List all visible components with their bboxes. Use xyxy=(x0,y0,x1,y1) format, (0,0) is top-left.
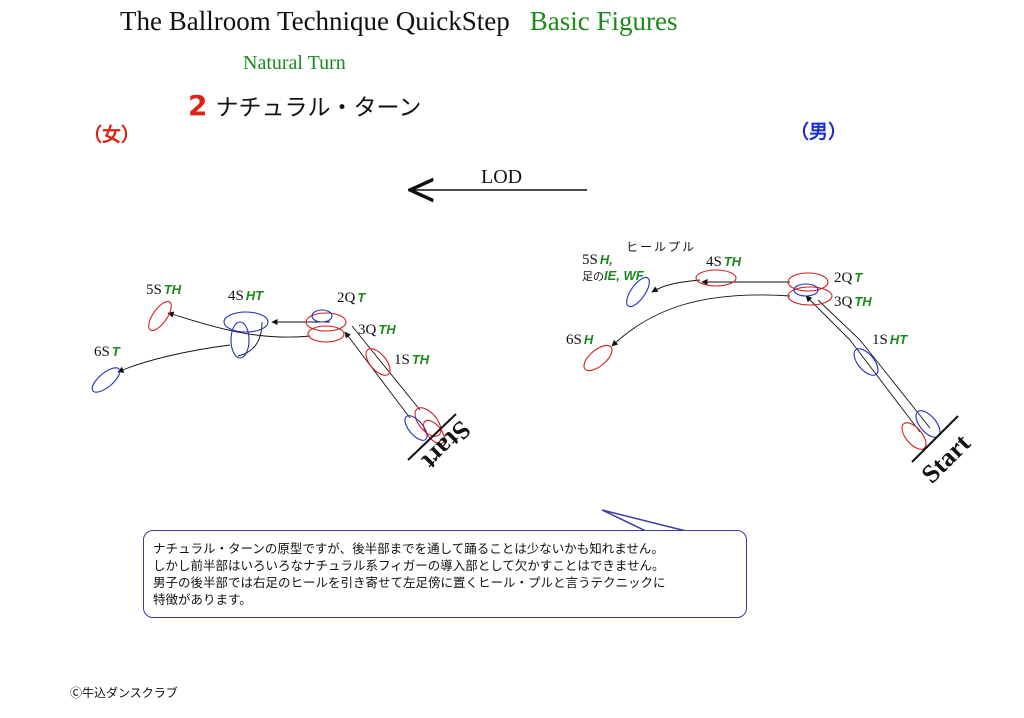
man-start-line xyxy=(911,415,959,463)
lady-path xyxy=(117,311,421,419)
note-line: 特徴があります。 xyxy=(153,592,252,607)
note-line: ナチュラル・ターンの原型ですが、後半部までを通して踊ることは少ないかも知れません… xyxy=(153,541,664,556)
note-line: 男子の後半部では右足のヒールを引き寄せて左足傍に置くヒール・プルと言うテクニック… xyxy=(153,575,666,590)
lady-feet xyxy=(91,300,446,445)
note-box: ナチュラル・ターンの原型ですが、後半部までを通して踊ることは少ないかも知れません… xyxy=(143,530,747,618)
step-count: 3Q xyxy=(358,322,377,338)
lady-start-line xyxy=(407,413,457,461)
man-foot-1 xyxy=(853,348,879,376)
lady-foot-4 xyxy=(223,311,269,359)
step-tech: HT xyxy=(889,332,908,347)
step-tech: T xyxy=(357,290,366,305)
step-tech: TH xyxy=(411,352,430,367)
lady-foot-start xyxy=(404,407,446,445)
foot-note-tech: IE, WF xyxy=(604,268,644,283)
figure-name-jp: ナチュラル・ターン xyxy=(215,95,422,121)
lady-foot-2-3 xyxy=(305,309,347,343)
lady-foot-6 xyxy=(91,367,121,393)
figure-name-en: Natural Turn xyxy=(243,52,346,74)
man-foot-5 xyxy=(626,276,650,308)
man-foot-6 xyxy=(583,344,613,372)
step-tech: TH xyxy=(723,254,742,269)
heel-pull-label: ヒールプル xyxy=(626,240,697,254)
step-tech: TH xyxy=(378,322,396,337)
title-main-text: The Ballroom Technique QuickStep xyxy=(120,6,510,36)
lady-foot-5 xyxy=(148,300,172,332)
foot-note-prefix: 足の xyxy=(582,270,604,283)
figure-number: 2 xyxy=(188,89,208,122)
step-count: 1S xyxy=(872,332,888,348)
step-count: 6S xyxy=(94,344,110,360)
note-pointer xyxy=(601,509,691,533)
man-label: （男） xyxy=(790,121,848,143)
title-category: Basic Figures xyxy=(529,6,678,36)
note-lines: ナチュラル・ターンの原型ですが、後半部までを通して踊ることは少ないかも知れません… xyxy=(144,531,746,608)
step-count: 2Q xyxy=(337,290,356,306)
step-tech: TH xyxy=(854,294,872,309)
step-count: 5S xyxy=(146,282,162,298)
step-count: 4S xyxy=(706,254,722,270)
man-foot-2-3 xyxy=(787,272,833,306)
step-tech: HT xyxy=(245,288,264,303)
step-tech: TH xyxy=(163,282,182,297)
step-count: 5S xyxy=(582,252,598,268)
man-step-5-note: 足のIE, WF xyxy=(582,268,644,284)
step-count: 1S xyxy=(394,352,410,368)
step-tech: T xyxy=(854,270,863,285)
figure-name-jp-row: 2 ナチュラル・ターン xyxy=(188,88,421,122)
step-tech: T xyxy=(111,344,120,359)
step-count: 2Q xyxy=(834,270,853,286)
copyright: Ⓒ牛込ダンスクラブ xyxy=(70,686,178,700)
step-count: 4S xyxy=(228,288,244,304)
lod-label: LOD xyxy=(481,166,523,188)
step-count: 6S xyxy=(566,332,582,348)
step-tech: H, xyxy=(599,252,613,267)
step-tech: H xyxy=(583,332,594,347)
lady-foot-1 xyxy=(365,348,391,376)
note-line: しかし前半部はいろいろなナチュラル系フィガーの導入部として欠かすことはできません… xyxy=(153,558,665,573)
lady-label: （女） xyxy=(83,124,141,146)
step-count: 3Q xyxy=(834,294,853,310)
man-path xyxy=(611,278,931,433)
page-title: The Ballroom Technique QuickStep Basic Fi… xyxy=(120,6,678,37)
man-feet xyxy=(583,269,941,450)
man-foot-4 xyxy=(695,269,737,287)
